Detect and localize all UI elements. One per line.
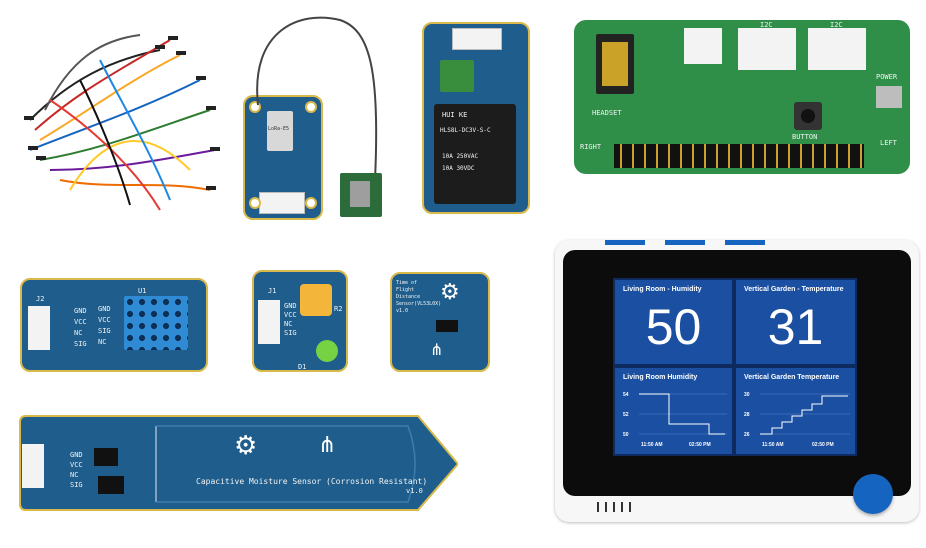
grove-connector — [28, 306, 50, 350]
humidity-chart-ytick-0: 54 — [623, 392, 629, 398]
hat-label-i2c-1: I2C — [760, 21, 773, 29]
humidity-tile-title: Living Room - Humidity — [623, 286, 702, 293]
soil-version: v1.0 — [406, 487, 423, 495]
temperature-chart-title: Vertical Garden Temperature — [744, 374, 840, 381]
humidity-chart-line — [639, 393, 727, 435]
grove-connector-3 — [808, 28, 866, 70]
potentiometer — [300, 284, 332, 316]
temperature-chart-xtick-0: 11:50 AM — [762, 442, 784, 448]
soil-moisture-sensor: GND VCC NC SIG ⚙ ⋔ Capacitive Moisture S… — [18, 414, 458, 512]
dht-pin2-2: SIG — [98, 327, 111, 335]
lora-chip-label: LoRa-E5 — [268, 126, 290, 132]
soil-pin-0: GND — [70, 451, 83, 459]
led-pin-1: VCC — [284, 311, 297, 319]
dht-pin2-0: GND — [98, 305, 111, 313]
humidity-chart-ytick-2: 50 — [623, 432, 629, 438]
temperature-chart-line — [760, 393, 850, 435]
soil-chip-2 — [98, 476, 124, 494]
temperature-chart-ytick-2: 26 — [744, 432, 750, 438]
gpio-header — [614, 144, 864, 168]
hat-label-left: LEFT — [880, 139, 897, 147]
tof-chip — [436, 320, 458, 332]
dht-pin-3: SIG — [74, 340, 87, 348]
dht-chip-label: U1 — [138, 287, 147, 295]
hat-label-power: POWER — [876, 73, 898, 81]
led-pin-2: NC — [284, 320, 293, 328]
led-pin-0: GND — [284, 302, 297, 310]
gear-icon: ⚙ — [440, 279, 460, 304]
joystick-button[interactable] — [853, 474, 893, 514]
headset-jack — [596, 34, 634, 94]
grove-connector — [258, 300, 280, 344]
dht-pin-1: VCC — [74, 318, 87, 326]
hat-label-right: RIGHT — [580, 143, 602, 151]
dashboard-screen: Living Room - Humidity 50 Vertical Garde… — [613, 278, 857, 456]
wio-terminal-device: Living Room - Humidity 50 Vertical Garde… — [555, 240, 919, 522]
humidity-chart-xtick-0: 11:50 AM — [641, 442, 663, 448]
antenna-cable — [256, 16, 378, 181]
dht-pin-0: GND — [74, 307, 87, 315]
grove-connector-1 — [684, 28, 722, 64]
node-icon: ⋔ — [318, 432, 337, 457]
humidity-chart-tile: Living Room Humidity 54 52 50 11:50 AM 0… — [615, 368, 732, 454]
grove-connector-2 — [738, 28, 796, 70]
temperature-chart-xtick-1: 02:50 PM — [812, 442, 834, 448]
screen-bezel: Living Room - Humidity 50 Vertical Garde… — [563, 250, 911, 496]
humidity-tile: Living Room - Humidity 50 — [615, 280, 732, 364]
relay-block: HUI KE HLS8L-DC3V-S-C 10A 250VAC 10A 30V… — [434, 104, 516, 204]
dht-header-label: J2 — [36, 295, 45, 303]
gear-icon: ⚙ — [234, 430, 258, 460]
relay-module-board: HUI KE HLS8L-DC3V-S-C 10A 250VAC 10A 30V… — [422, 22, 530, 214]
dht-sensor — [124, 296, 188, 350]
relay-model: HLS8L-DC3V-S-C — [440, 127, 491, 134]
dht-pin2-1: VCC — [98, 316, 111, 324]
humidity-chart-title: Living Room Humidity — [623, 374, 698, 381]
soil-chip-1 — [94, 448, 118, 466]
led-pin-3: SIG — [284, 329, 297, 337]
temperature-chart-ytick-1: 28 — [744, 412, 750, 418]
tof-sensor-board: Time of Flight Distance Sensor(VL53L0X) … — [390, 272, 490, 372]
led-part-label: R2 — [334, 305, 343, 313]
speaker-grille — [597, 502, 631, 512]
power-usb — [876, 86, 902, 108]
soil-label: Capacitive Moisture Sensor (Corrosion Re… — [196, 477, 428, 486]
node-icon: ⋔ — [430, 342, 444, 359]
led-header-label: J1 — [268, 287, 277, 295]
humidity-chart-ytick-1: 52 — [623, 412, 629, 418]
soil-pin-3: SIG — [70, 481, 83, 489]
dht-pin2-3: NC — [98, 338, 107, 346]
temperature-chart-ytick-0: 30 — [744, 392, 750, 398]
screw-terminal — [440, 60, 474, 92]
push-button — [794, 102, 822, 130]
grove-connector — [452, 28, 502, 50]
audio-hat-board: HEADSET I2C I2C POWER BUTTON LEFT RIGHT — [574, 20, 910, 174]
humidity-tile-value: 50 — [645, 299, 702, 355]
humidity-chart-xtick-1: 02:50 PM — [689, 442, 711, 448]
led-module-board: J1 GND VCC NC SIG R2 D1 — [252, 270, 348, 372]
hat-label-button: BUTTON — [792, 133, 818, 141]
green-led — [316, 340, 338, 362]
temp-humidity-sensor-board: J2 U1 GND VCC NC SIG GND VCC SIG NC — [20, 278, 208, 372]
led-label: D1 — [298, 363, 307, 371]
temperature-chart-tile: Vertical Garden Temperature 30 28 26 11:… — [736, 368, 855, 454]
antenna-patch — [340, 173, 382, 217]
hat-label-i2c-2: I2C — [830, 21, 843, 29]
tof-label: Time of Flight Distance Sensor(VL53L0X) … — [396, 280, 442, 314]
grove-connector — [22, 444, 44, 488]
temperature-tile-value: 31 — [767, 299, 824, 355]
relay-brand: HUI KE — [442, 111, 468, 119]
dht-pin-2: NC — [74, 329, 83, 337]
relay-spec-1: 10A 250VAC — [442, 153, 479, 160]
soil-pin-2: NC — [70, 471, 79, 479]
hat-label-headset: HEADSET — [592, 109, 622, 117]
relay-spec-2: 10A 30VDC — [442, 165, 475, 172]
soil-pin-1: VCC — [70, 461, 83, 469]
lora-chip: LoRa-E5 — [267, 111, 293, 151]
temperature-tile: Vertical Garden - Temperature 31 — [736, 280, 855, 364]
lora-module-board: LoRa-E5 — [243, 95, 323, 220]
grove-connector — [259, 192, 305, 214]
jumper-wires-bundle — [24, 34, 220, 211]
top-buttons — [605, 240, 775, 245]
temperature-tile-title: Vertical Garden - Temperature — [744, 286, 844, 293]
